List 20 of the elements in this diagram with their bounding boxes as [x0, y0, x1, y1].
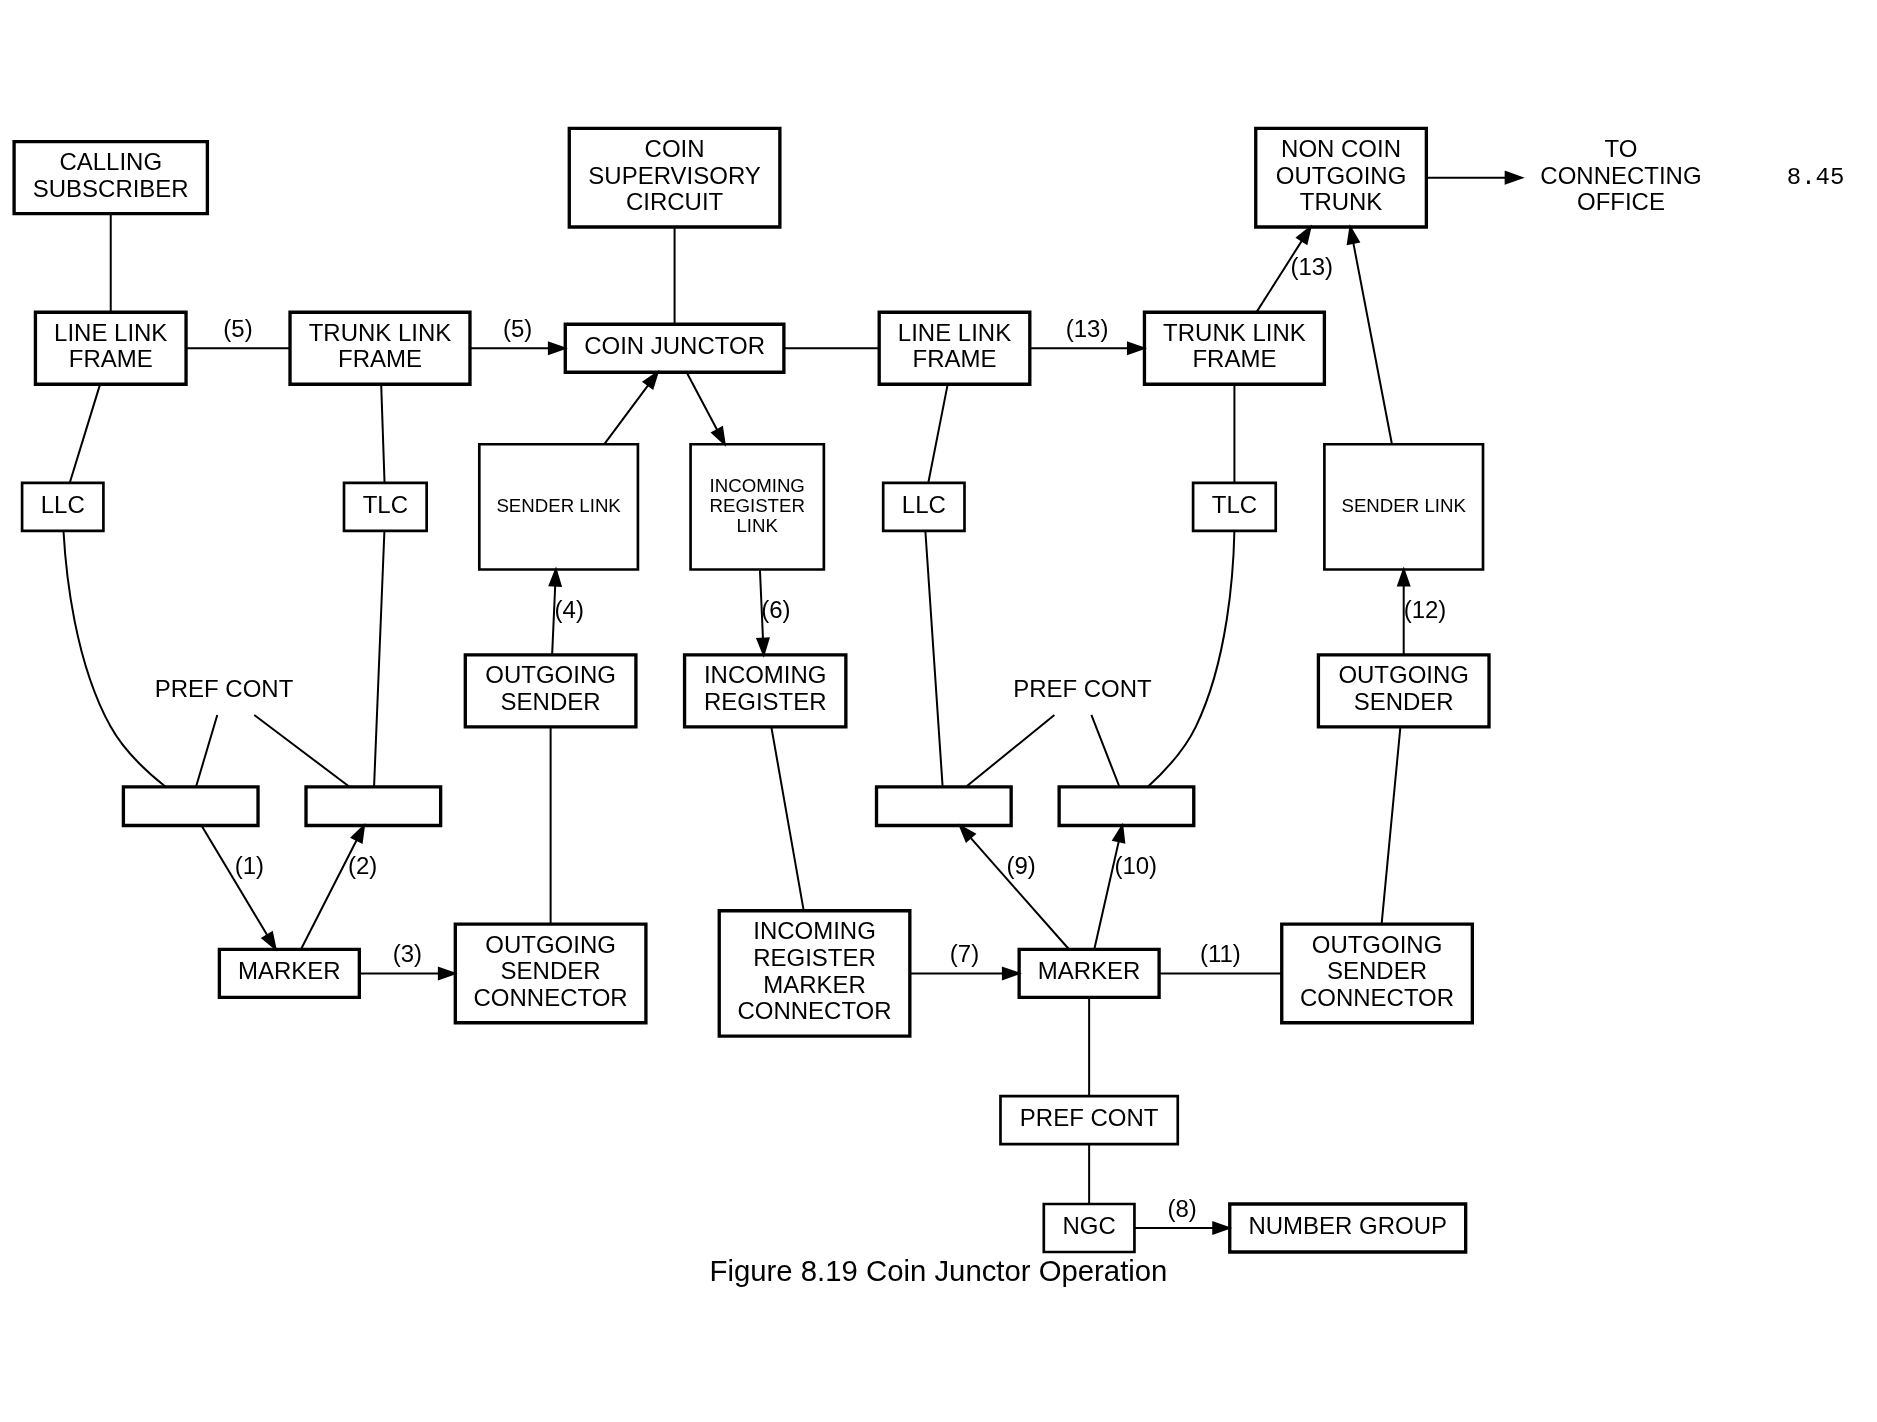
edge-label: (1) — [234, 851, 265, 879]
node-text: PREF CONT — [154, 674, 294, 702]
label: 8.45 — [1786, 163, 1845, 191]
node-text: PREF CONT — [1013, 674, 1152, 702]
edge-label: (7) — [949, 939, 980, 967]
edge-label: (8) — [1167, 1194, 1197, 1222]
edge-label: (5) — [223, 314, 253, 342]
edge-label: (13) — [1290, 252, 1334, 280]
caption: Figure 8.19 Coin Junctor Operation — [709, 1253, 1168, 1287]
edge-label: (13) — [1065, 314, 1109, 342]
edge-label: (10) — [1114, 851, 1158, 879]
edge-label: (12) — [1403, 595, 1447, 623]
edge-label: (6) — [761, 595, 791, 623]
node-text: TO CONNECTING OFFICE — [1540, 134, 1702, 215]
edge-label: (11) — [1199, 939, 1241, 967]
edge-label: (2) — [348, 851, 378, 879]
edge-label: (9) — [1006, 851, 1036, 879]
edge-label: (5) — [502, 314, 533, 342]
edge-label: (4) — [554, 595, 584, 623]
edge-label: (3) — [392, 939, 422, 967]
